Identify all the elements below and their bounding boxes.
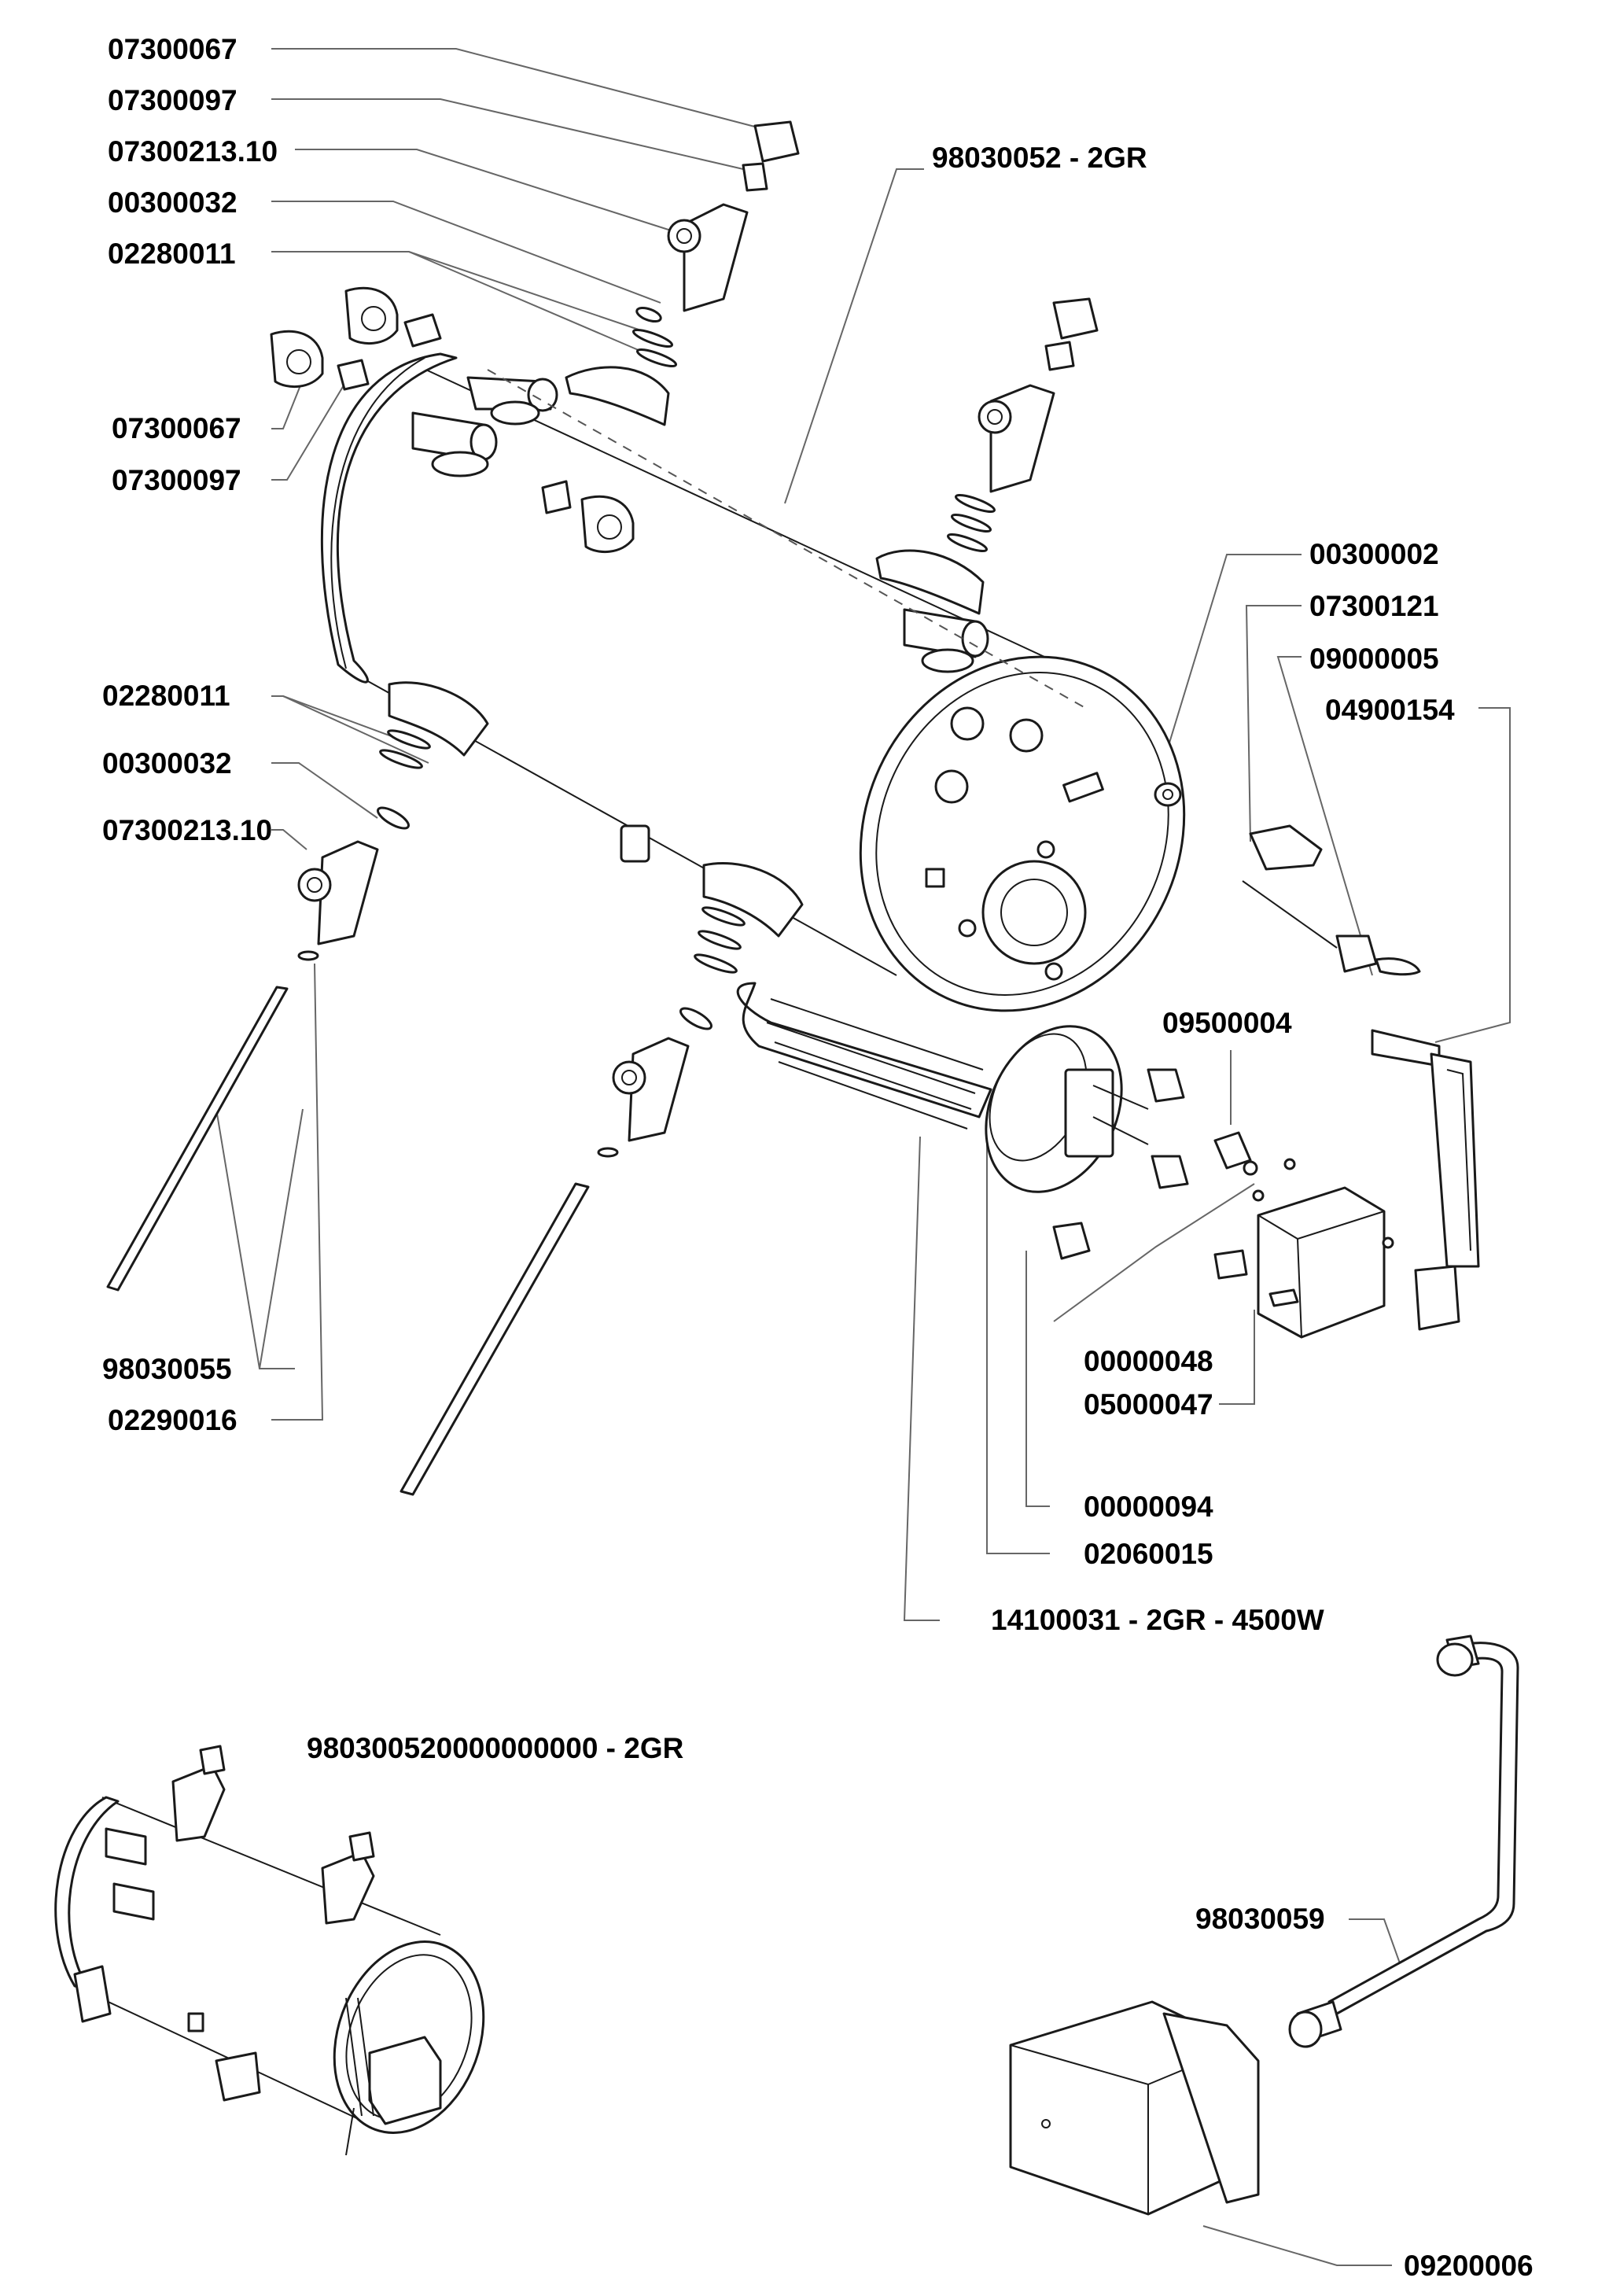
label-02280011-left: 02280011 xyxy=(102,680,230,712)
label-14100031-2gr-4500w: 14100031 - 2GR - 4500W xyxy=(991,1604,1324,1636)
label-00000094: 00000094 xyxy=(1084,1491,1213,1523)
label-09500004: 09500004 xyxy=(1162,1007,1292,1039)
label-07300067-top: 07300067 xyxy=(108,33,237,65)
assembled-boiler xyxy=(54,1745,485,2156)
label-980300520000000000-2gr: 980300520000000000 - 2GR xyxy=(307,1732,683,1764)
label-98030055: 98030055 xyxy=(102,1353,232,1385)
label-00300032-left: 00300032 xyxy=(102,747,232,779)
steam-pipe xyxy=(1288,1634,1519,2048)
label-00300032-top: 00300032 xyxy=(108,186,237,219)
left-valves xyxy=(106,729,746,1496)
label-09200006: 09200006 xyxy=(1404,2250,1534,2282)
label-07300213-10-left: 07300213.10 xyxy=(102,814,272,846)
label-07300097-top: 07300097 xyxy=(108,84,237,116)
label-07300067-left: 07300067 xyxy=(112,412,241,444)
label-02280011-top: 02280011 xyxy=(108,238,236,270)
heating-element xyxy=(736,982,1296,1260)
right-parts xyxy=(1154,782,1480,1331)
label-07300097-left: 07300097 xyxy=(112,464,241,496)
label-05000047: 05000047 xyxy=(1084,1388,1213,1421)
top-right-fittings xyxy=(946,297,1099,553)
label-02290016: 02290016 xyxy=(108,1404,237,1436)
label-04900154: 04900154 xyxy=(1325,694,1455,726)
label-00300002: 00300002 xyxy=(1309,538,1439,570)
label-98030059: 98030059 xyxy=(1195,1903,1325,1935)
label-02060015: 02060015 xyxy=(1084,1538,1213,1570)
label-00000048: 00000048 xyxy=(1084,1345,1213,1377)
label-98030052-2gr: 98030052 - 2GR xyxy=(932,142,1147,174)
relay-box xyxy=(1213,1186,1394,1339)
boiler-cylinder xyxy=(320,352,1186,1012)
label-07300213-10-top: 07300213.10 xyxy=(108,135,278,168)
control-box xyxy=(1009,2000,1260,2216)
label-07300121: 07300121 xyxy=(1309,590,1439,622)
leader-lines xyxy=(215,48,1511,2266)
part-labels: 07300067 07300097 07300213.10 00300032 0… xyxy=(102,33,1534,2282)
top-fittings xyxy=(270,120,1086,709)
label-09000005: 09000005 xyxy=(1309,643,1439,675)
